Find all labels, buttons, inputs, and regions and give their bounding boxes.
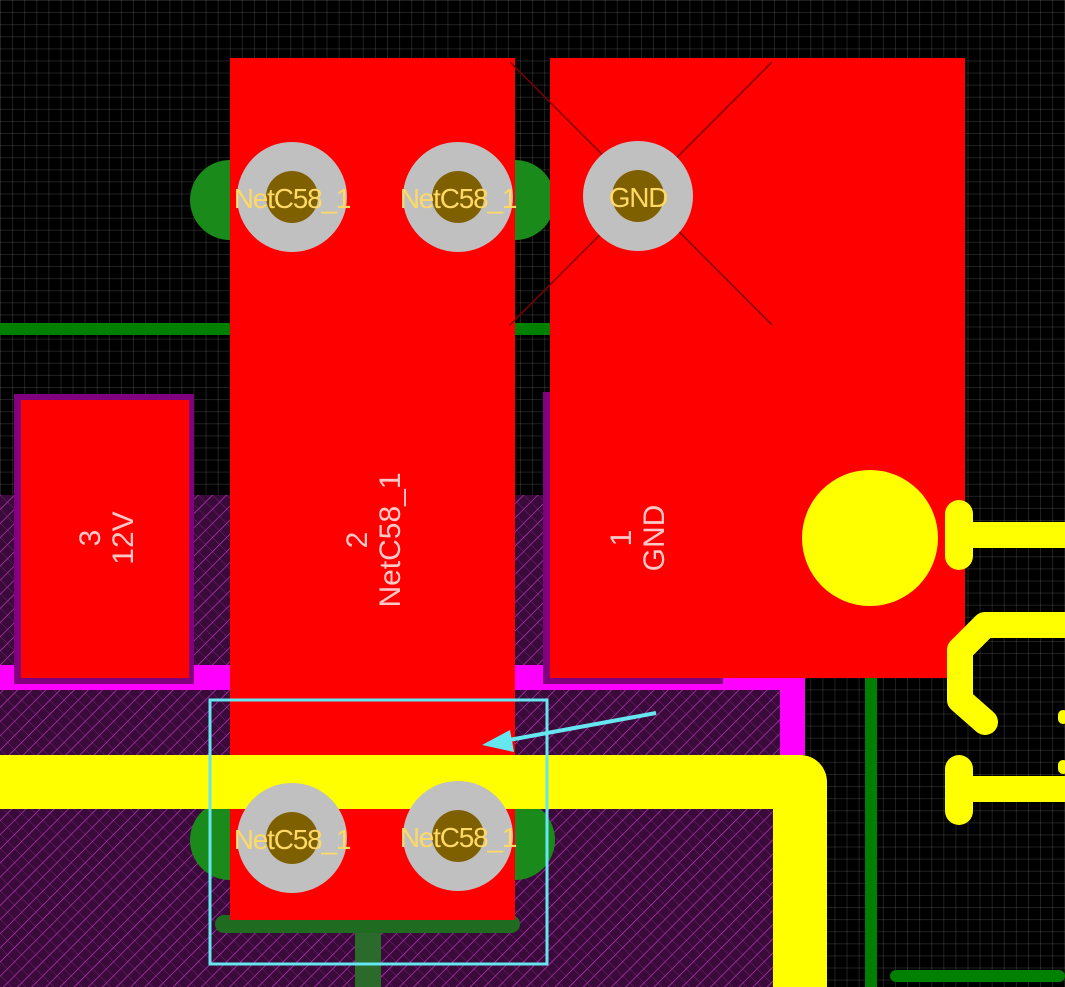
region-2-net: NetC58_1 [374, 472, 407, 607]
yellow-trace-right-1[interactable] [960, 522, 1065, 548]
pad-label: NetC58_1 [234, 824, 351, 855]
pad-label: NetC58_1 [400, 822, 517, 853]
region-3-net: 12V [107, 511, 140, 564]
yellow-via-large[interactable] [802, 470, 938, 606]
yellow-trace-right-2[interactable] [947, 612, 1065, 735]
pad-gnd[interactable]: GND [583, 141, 693, 251]
pad-label: NetC58_1 [400, 183, 517, 214]
pad-label: NetC58_1 [234, 183, 351, 214]
region-1-net: GND [638, 505, 671, 572]
yellow-trace-right-3[interactable] [960, 776, 1065, 802]
through-hole-pads[interactable]: NetC58_1 NetC58_1 GND NetC58_1 NetC58_1 [234, 141, 693, 893]
top-layer-traces[interactable] [0, 470, 1065, 987]
region-labels: 3 12V 2 NetC58_1 1 GND [74, 472, 671, 607]
pad-label: GND [609, 182, 668, 213]
yellow-pad-stub-1[interactable] [945, 500, 973, 570]
selection-box[interactable] [208, 698, 549, 966]
yellow-trace-main[interactable] [0, 755, 827, 987]
region-3-number: 3 [74, 530, 107, 547]
yellow-trace-edge-1 [1058, 710, 1065, 724]
green-trace-bottom[interactable] [890, 970, 1065, 982]
green-pad-edge-tl [190, 160, 230, 240]
region-2-number: 2 [341, 532, 374, 549]
green-pad-edge-tr [515, 160, 555, 240]
green-pad-edge-br [515, 800, 555, 880]
yellow-trace-edge-2 [1058, 760, 1065, 774]
yellow-pad-stub-2[interactable] [945, 755, 973, 825]
pad-netc58-top-left[interactable]: NetC58_1 [234, 142, 352, 252]
pointer-arrow [482, 711, 657, 752]
pad-netc58-bottom-right[interactable]: NetC58_1 [400, 781, 518, 891]
pad-netc58-bottom-left[interactable]: NetC58_1 [234, 783, 352, 893]
green-trace-vertical[interactable] [865, 675, 877, 987]
region-1-number: 1 [605, 530, 638, 547]
copper-region-12v[interactable] [21, 400, 189, 678]
pad-netc58-top-right[interactable]: NetC58_1 [400, 142, 518, 252]
